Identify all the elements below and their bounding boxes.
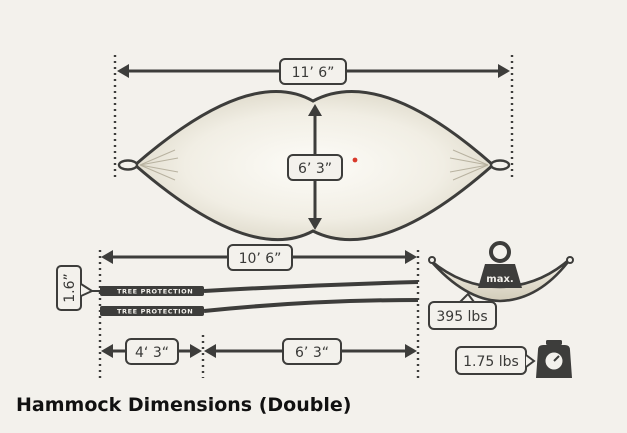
weight-label: 1.75 lbs [463,354,519,370]
weight-icon: max. [478,241,522,288]
max-load-label: 395 lbs [436,309,487,325]
strap-length-label: 10’ 6” [239,251,282,267]
end-loop-right [489,159,511,171]
strap-segment-a-label: 4‘ 3“ [135,345,169,361]
weight-badge: max. [486,274,513,285]
strap-segment-b-label: 6’ 3“ [295,345,329,361]
strap-width-callout: 1.6” [56,265,100,311]
strap-upper-label: TREE PROTECTION [117,288,193,296]
center-dot [352,157,358,163]
strap-lower-label: TREE PROTECTION [117,308,193,316]
hammock-top-view: 11’ 6” 6’ 3” [113,55,514,242]
scale-icon [536,340,572,378]
strap-upper: TREE PROTECTION [100,280,419,296]
max-load-group: max. 395 lbs [428,241,574,330]
end-loop-left [117,159,139,171]
length-dimension: 11’ 6” [117,58,510,85]
tree-straps: 10’ 6” 1.6” TREE PROTECTION TREE PROTECT… [56,244,420,380]
weight-group: 1.75 lbs [455,340,572,378]
diagram-caption: Hammock Dimensions (Double) [16,394,352,416]
width-label: 6’ 3” [298,161,332,177]
strap-width-label: 1.6” [62,273,78,303]
strap-segment-a-dimension: 4‘ 3“ [101,338,202,365]
length-label: 11’ 6” [292,65,335,81]
width-dimension: 6’ 3” [287,104,343,230]
strap-length-dimension: 10’ 6” [101,244,417,271]
strap-lower: TREE PROTECTION [100,298,419,316]
strap-segment-b-dimension: 6’ 3“ [204,338,417,365]
